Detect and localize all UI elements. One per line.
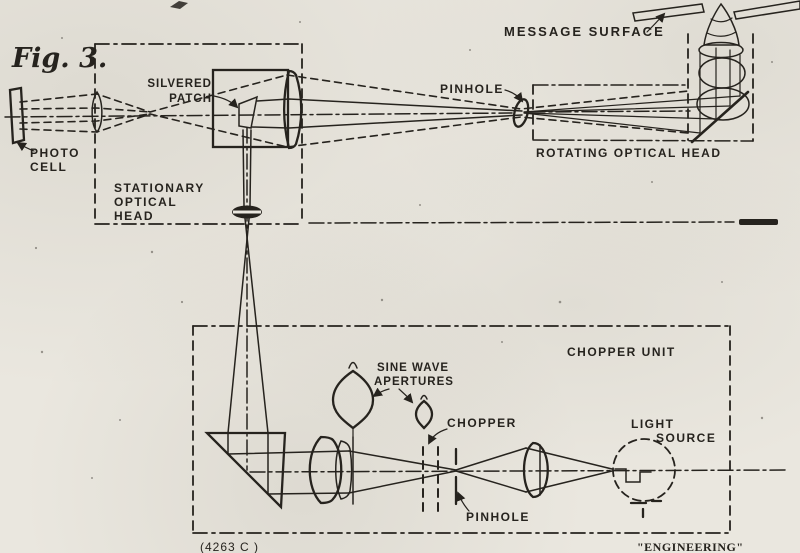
stationary-head-label-2: OPTICAL [114, 195, 177, 209]
sine-aperture-arrow-left [372, 387, 390, 398]
collecting-lens [91, 90, 103, 134]
vertical-beam [227, 127, 269, 471]
rotating-optical-head: PINHOLE MESSAGE SURFAC [440, 0, 800, 160]
photo-cell-label-2: CELL [30, 160, 67, 174]
light-source-label-2: SOURCE [656, 431, 716, 445]
45-degree-mirror [690, 90, 750, 144]
relay-lens [232, 205, 262, 219]
right-angle-prism [204, 431, 287, 510]
tower-lens-upper [698, 57, 746, 89]
photo-cell-arrow [16, 141, 35, 152]
condenser-lens-doublet [522, 441, 549, 499]
optical-axis-horizontal [4, 110, 691, 118]
chopper-unit-label: CHOPPER UNIT [567, 345, 676, 359]
bench-axis [249, 469, 789, 473]
chopper-label: CHOPPER [447, 416, 517, 430]
tower-collar [698, 41, 744, 59]
sine-aperture-large-tip [348, 361, 358, 369]
scan-noise [34, 1, 773, 479]
message-surface [632, 0, 800, 33]
datum-line [308, 219, 778, 225]
pinhole-plate [454, 447, 470, 512]
return-rays-dashed [19, 74, 689, 148]
sine-wave-label-1: SINE WAVE [377, 362, 449, 374]
figure-title: Fig. 3. [11, 43, 107, 74]
rotating-head-tower [690, 2, 750, 144]
pinhole-lens [504, 89, 530, 128]
silvered-patch-label-1: SILVERED [147, 78, 212, 90]
sine-wave-apertures [331, 361, 434, 430]
collimating-lens-doublet [308, 427, 354, 505]
chopper-arrow [428, 428, 448, 445]
chopper-unit: CHOPPER UNIT [192, 325, 789, 534]
pinhole-label-top: PINHOLE [440, 82, 504, 96]
scanning-rays [523, 47, 741, 134]
pinhole-label-bottom: PINHOLE [466, 510, 530, 524]
silvered-patch-arrow [213, 95, 239, 109]
rotating-head-label: ROTATING OPTICAL HEAD [536, 146, 722, 160]
sine-aperture-small-tip [420, 394, 428, 400]
sine-aperture-large [331, 369, 375, 430]
pinhole-plate-arrow [456, 491, 470, 512]
silvered-patch [238, 95, 258, 129]
photo-cell [8, 86, 35, 152]
message-surface-arrow [646, 12, 666, 33]
stationary-optical-head: PHOTO CELL SILVERED PATCH STATIONARY OPT… [4, 43, 691, 225]
plate-code: (4263 C ) [200, 540, 259, 553]
chopper [422, 428, 448, 514]
stationary-head-box [94, 43, 303, 225]
sine-aperture-arrow-right [398, 388, 414, 404]
sine-wave-label-2: APERTURES [374, 376, 454, 388]
light-source [612, 438, 676, 519]
stationary-head-label-1: STATIONARY [114, 181, 205, 195]
silvered-patch-label-2: PATCH [169, 93, 212, 105]
rotating-head-box [532, 33, 754, 142]
lamp-filament [614, 468, 652, 483]
scanning-cone [703, 2, 740, 46]
message-surface-label: MESSAGE SURFACE [504, 24, 665, 39]
light-source-label-1: LIGHT [631, 417, 675, 431]
chopper-unit-box [192, 325, 731, 534]
stationary-head-label-3: HEAD [114, 209, 154, 223]
photo-cell-label-1: PHOTO [30, 146, 80, 160]
pinhole-arrow [504, 89, 524, 103]
publication-credit: "ENGINEERING" [637, 540, 744, 553]
objective-lens [283, 69, 303, 150]
sine-aperture-small [414, 399, 434, 430]
